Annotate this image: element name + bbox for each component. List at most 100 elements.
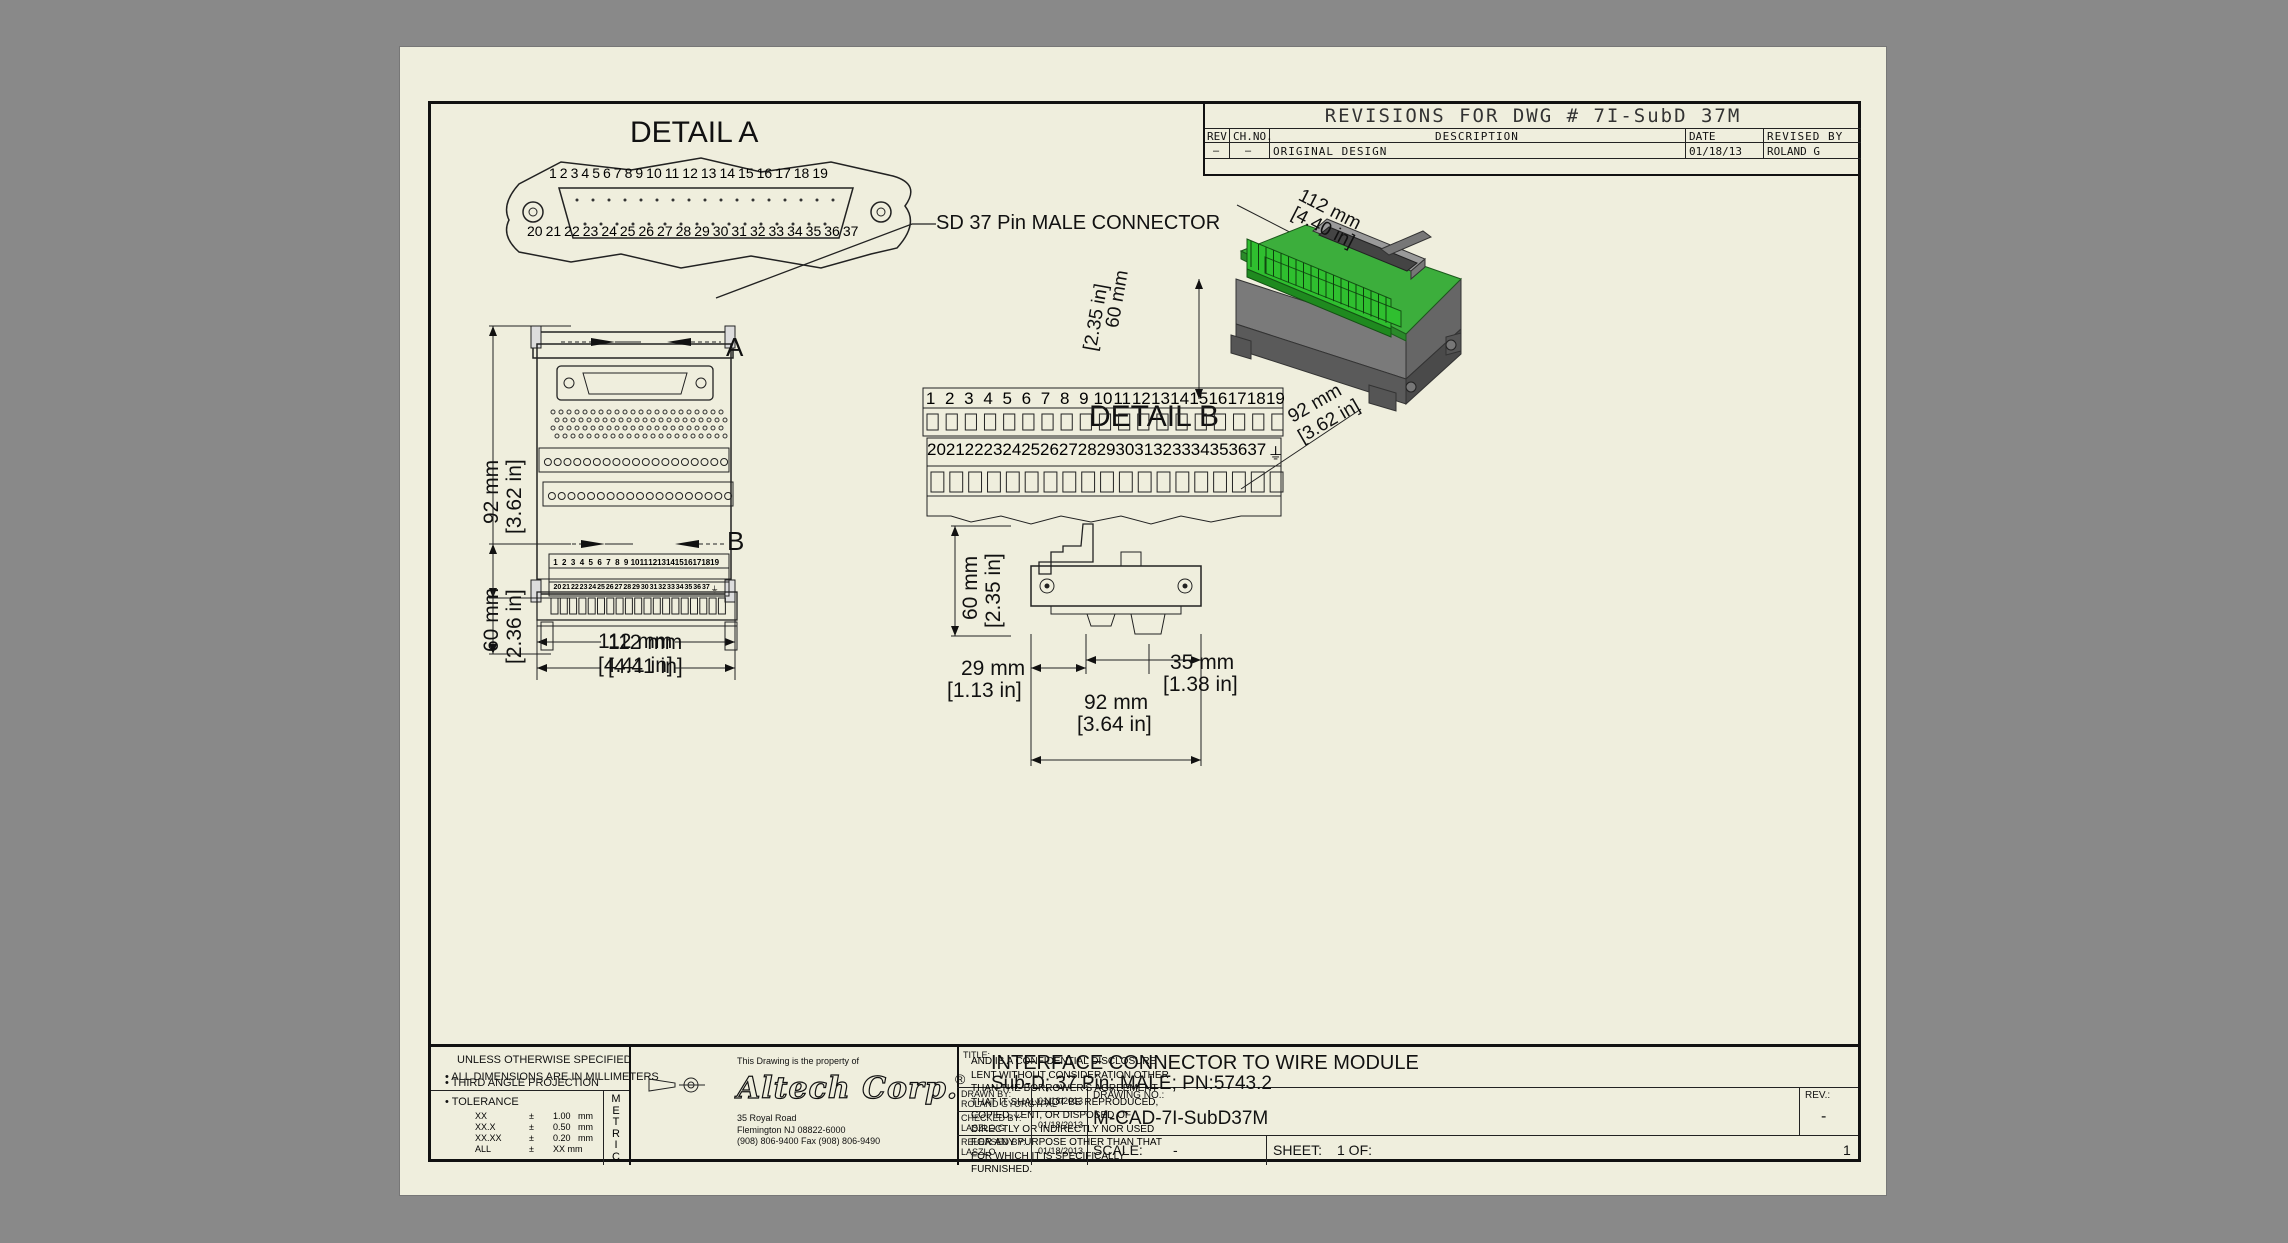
terminal-cell <box>624 597 633 615</box>
confidential-line: AND IS A CONFIDENTIAL DISCLOSURE <box>971 1056 1157 1067</box>
pcb-hole <box>710 425 716 431</box>
detail-b-pin-label: 13 <box>1151 389 1170 408</box>
detail-a-pin-label: 1 <box>549 165 557 181</box>
rev-cell-rev: – <box>1213 145 1220 157</box>
detail-a-pin-label: 7 <box>613 165 622 181</box>
terminal-screw <box>704 492 713 500</box>
detail-b-pin-label: 33 <box>1171 440 1191 459</box>
terminal-screw <box>684 492 693 500</box>
terminal-clamp <box>1137 471 1152 493</box>
terminal-clamp <box>1231 471 1246 493</box>
pcb-hole <box>722 417 728 423</box>
pcb-hole <box>638 425 644 431</box>
front-view-pin-label: 16 <box>683 558 693 567</box>
pcb-hole <box>590 425 596 431</box>
terminal-cell <box>550 597 559 615</box>
pcb-hole <box>682 433 688 439</box>
rev-cell-date: 01/18/13 <box>1689 145 1742 158</box>
company-logo: Altech Corp. <box>736 1071 959 1106</box>
metric-letter: M <box>611 1093 621 1105</box>
detail-b-pin-label: 24 <box>1002 440 1022 459</box>
front-view-pin-label: 2 <box>562 558 567 567</box>
drawing-subtitle: Sub-D; 37 Pin; MALE; PN:5743.2 <box>991 1073 1272 1094</box>
detail-b-pin-label: 16 <box>1208 389 1228 408</box>
pcb-hole <box>554 417 560 423</box>
pcb-hole <box>582 409 588 415</box>
detail-b-terminal-drawing <box>922 387 1284 525</box>
terminal-clamp <box>1118 471 1133 493</box>
terminal-clamp <box>949 471 964 493</box>
confidential-line: DIRECTLY OR INDIRECTLY NOR USED <box>971 1123 1155 1135</box>
detail-b-pin-label: 28 <box>1077 440 1097 459</box>
terminal-screw <box>583 458 592 466</box>
tolerance-value: 0.20 mm <box>553 1133 594 1143</box>
registered-mark: ® <box>955 1071 966 1087</box>
terminal-clamp <box>1156 471 1171 493</box>
drawn-date: 01/18/2013 <box>1038 1096 1084 1106</box>
terminal-clamp <box>1060 413 1073 431</box>
pcb-hole <box>614 425 620 431</box>
tolerance-key: XX.X <box>475 1122 496 1132</box>
detail-b-pin-label: 18 <box>1246 389 1266 408</box>
pcb-hole <box>634 433 640 439</box>
pcb-hole <box>558 409 564 415</box>
detail-b-pin-label: 17 <box>1227 389 1247 408</box>
front-view-dimensions <box>489 543 736 680</box>
pcb-hole <box>590 409 596 415</box>
pcb-hole <box>550 425 556 431</box>
pcb-hole <box>658 433 664 439</box>
terminal-cell <box>606 597 615 615</box>
terminal-cell <box>578 597 587 615</box>
address-line-3: (908) 806-9400 Fax (908) 806-9490 <box>737 1136 881 1146</box>
detail-a-pin-label: 29 <box>694 223 710 239</box>
rev-cell-description: ORIGINAL DESIGN <box>1273 145 1388 158</box>
pcb-hole <box>630 425 636 431</box>
connector-callout: SD 37 Pin MALE CONNECTOR <box>936 212 1221 234</box>
front-view-pin-label: 23 <box>579 584 588 591</box>
terminal-clamp <box>1269 471 1284 493</box>
detail-b-pin-label: 4 <box>983 389 993 408</box>
terminal-clamp <box>1098 413 1112 431</box>
terminal-clamp <box>964 413 977 431</box>
detail-a-pin-label: 26 <box>638 223 655 239</box>
tolerance-key: XX.XX <box>475 1133 502 1143</box>
detail-a-pin-label: 34 <box>787 223 803 239</box>
front-view-pin-label: 24 <box>588 584 597 591</box>
pcb-hole <box>570 433 576 439</box>
detail-a-pin-label: 21 <box>545 223 562 239</box>
rev-header-description: DESCRIPTION <box>1435 130 1519 143</box>
pcb-hole <box>650 433 656 439</box>
pcb-hole <box>658 417 664 423</box>
detail-a-pin-label: 31 <box>731 223 747 239</box>
detail-b-pin-label: 31 <box>1134 440 1154 459</box>
metric-letter: E <box>612 1104 620 1117</box>
pcb-hole <box>718 409 724 415</box>
pcb-hole <box>586 417 592 423</box>
detail-b-pin-label: 14 <box>1170 389 1190 408</box>
detail-b-pin-label: 1 <box>925 389 936 408</box>
tolerance-key: XX <box>475 1111 488 1121</box>
spec-line-3: • THIRD ANGLE PROJECTION <box>445 1077 600 1089</box>
side-view-drawing <box>1030 523 1202 635</box>
drawing-frame: REVISIONS FOR DWG # 7I-SubD 37M REV CH.N… <box>428 101 1861 1175</box>
front-view-pin-label: 20 <box>553 584 562 591</box>
detail-a-pin-label: 36 <box>824 223 840 239</box>
terminal-screw <box>632 458 640 466</box>
terminal-screw <box>563 458 572 466</box>
terminal-cell <box>708 597 717 615</box>
terminal-cell <box>569 597 578 615</box>
terminal-cell <box>634 597 643 615</box>
terminal-clamp <box>1062 471 1077 493</box>
top-view-height-mm: 92 mm <box>480 459 503 524</box>
front-view-pin-label: 25 <box>597 584 605 591</box>
terminal-screw <box>547 492 556 500</box>
detail-a-pin-label: 8 <box>624 165 633 181</box>
confidential-line: FOR ANY PURPOSE OTHER THAN THAT <box>971 1137 1162 1148</box>
terminal-screw <box>636 492 644 500</box>
rev-header-revised-by: REVISED BY <box>1767 130 1844 143</box>
front-view-pin-label: 3 <box>570 558 576 567</box>
detail-a-pin-label: 22 <box>564 223 580 239</box>
